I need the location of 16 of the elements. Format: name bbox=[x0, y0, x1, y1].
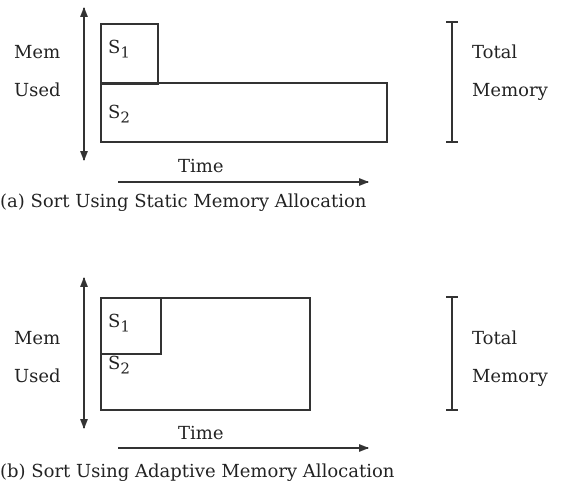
memory-block bbox=[100, 297, 162, 355]
block-label: S$_{1}$ bbox=[108, 313, 130, 335]
memory-block bbox=[100, 82, 388, 143]
memory-block bbox=[100, 297, 311, 411]
block-label: S$_{2}$ bbox=[108, 355, 130, 377]
block-label: S$_{2}$ bbox=[108, 104, 130, 126]
axis-label: Time bbox=[178, 422, 224, 446]
memory-block bbox=[100, 23, 159, 85]
block-label: S$_{1}$ bbox=[108, 39, 130, 61]
axis-label: Mem Used bbox=[14, 327, 62, 389]
caption: (b) Sort Using Adaptive Memory Allocation bbox=[0, 460, 396, 484]
caption: (a) Sort Using Static Memory Allocation bbox=[0, 190, 368, 214]
axis-label: Time bbox=[178, 155, 224, 179]
axis-label: Mem Used bbox=[14, 41, 62, 103]
axis-label: Total Memory bbox=[472, 41, 549, 103]
axis-label: Total Memory bbox=[472, 327, 549, 389]
